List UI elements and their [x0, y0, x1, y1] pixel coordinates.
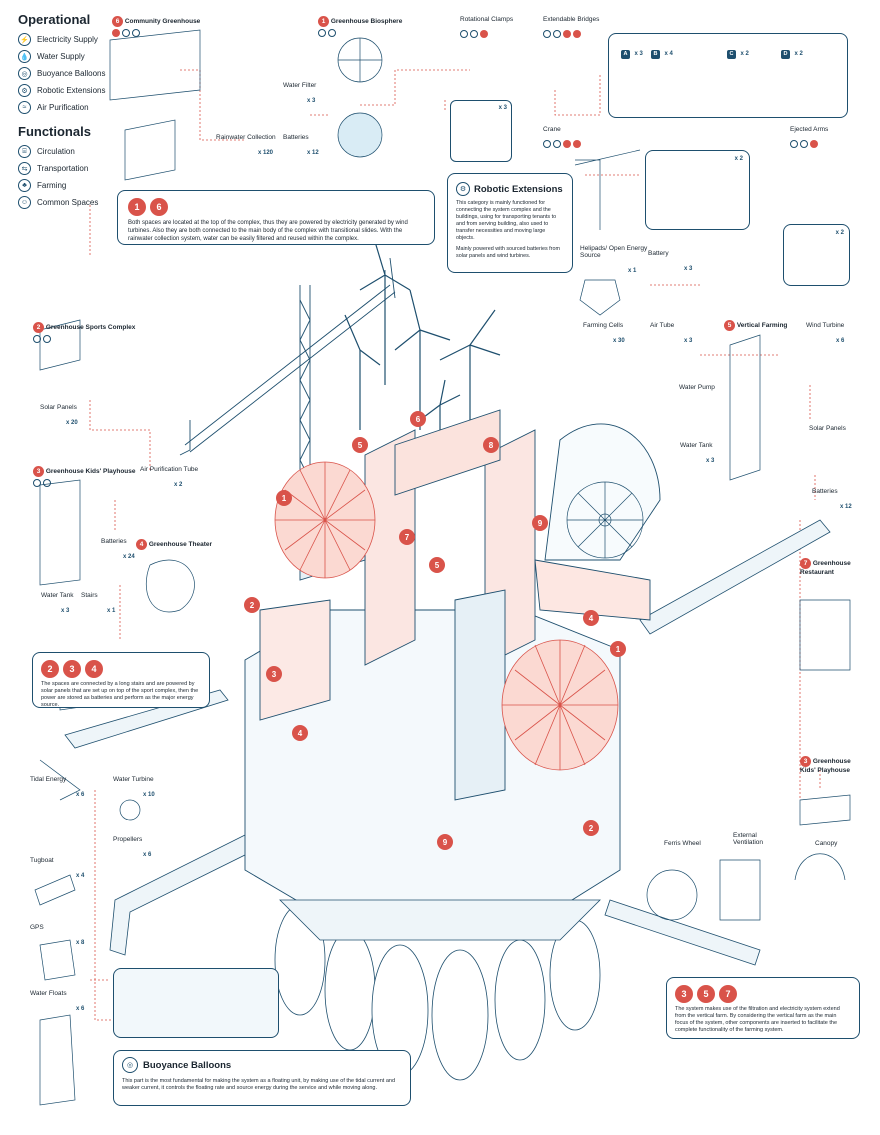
bridge-type-d: D x 2: [781, 42, 803, 60]
batteries-label-right: Batteries x 12: [812, 488, 852, 510]
helipad-label: Helipads/ Open Energy Source x 1: [580, 245, 648, 274]
air-purification-tube-label: Air Purification Tube x 2: [140, 466, 199, 488]
map-marker: 2: [583, 820, 599, 836]
gps-label: GPS x 8: [30, 924, 85, 946]
tag-icon: [112, 29, 120, 37]
legend-operational-title: Operational: [18, 12, 91, 27]
map-marker: 4: [292, 725, 308, 741]
legend-item-air: ≈Air Purification: [18, 99, 118, 116]
map-marker: 2: [244, 597, 260, 613]
air-tube-label: Air Tube x 3: [650, 322, 693, 344]
legend-item-circulation: ⌸Circulation: [18, 143, 118, 160]
clamps-detail-box: x 3: [450, 100, 512, 162]
legend-item-electricity: ⚡Electricity Supply: [18, 31, 118, 48]
theater-label: 4 Greenhouse Theater: [136, 539, 212, 550]
stairs-label: Stairs x 1: [81, 592, 116, 614]
map-marker: 1: [276, 490, 292, 506]
robot-arm-icon: ⚙: [456, 182, 470, 196]
wind-turbine-label: Wind Turbine x 6: [806, 322, 845, 344]
community-greenhouse-label: 6 Community Greenhouse: [112, 16, 200, 37]
propellers-label: Propellers x 6: [113, 836, 152, 858]
plant-icon: ♣: [18, 179, 31, 192]
bolt-icon: ⚡: [18, 33, 31, 46]
tidal-energy-label: Tidal Energy x 6: [30, 776, 85, 798]
map-marker: 5: [429, 557, 445, 573]
bridge-type-b: B x 4: [651, 42, 673, 60]
bridge-type-c: C x 2: [727, 42, 749, 60]
kids-playhouse-label-right: 3 Greenhouse Kids' Playhouse: [800, 756, 851, 774]
arms-detail-box: x 2: [783, 224, 850, 286]
map-marker: 1: [610, 641, 626, 657]
legend-functional-title: Functionals: [18, 124, 91, 139]
bridge-type-a: A x 3: [621, 42, 643, 60]
ferris-wheel-label: Ferris Wheel: [664, 840, 701, 847]
map-marker: 6: [410, 411, 426, 427]
water-tank-label-left: Water Tank x 3: [41, 592, 74, 614]
people-icon: ☺: [18, 196, 31, 209]
buoyance-box: ◎ Buoyance Balloons This part is the mos…: [113, 1050, 411, 1106]
map-marker: 3: [266, 666, 282, 682]
bridges-detail-box: A x 3 B x 4 C x 2 D x 2: [608, 33, 848, 118]
water-drop-icon: [328, 29, 336, 37]
water-pump-label: Water Pump: [679, 384, 715, 391]
robotic-extensions-box: ⚙ Robotic Extensions This category is ma…: [447, 173, 573, 273]
restaurant-label: 7 Greenhouse Restaurant: [800, 558, 851, 576]
map-marker: 9: [532, 515, 548, 531]
external-ventilation-label: External Ventilation: [733, 832, 763, 846]
map-marker: 7: [399, 529, 415, 545]
water-filter-label: Water Filter x 3: [283, 82, 317, 104]
tugboat-label: Tugboat x 4: [30, 857, 85, 879]
greenhouse-biosphere-label: 1 Greenhouse Biosphere: [318, 16, 402, 37]
farming-cells-label: Farming Cells x 30: [583, 322, 625, 344]
air-icon: ≈: [18, 101, 31, 114]
legend-item-balloons: ◎Buoyance Balloons: [18, 65, 118, 82]
legend-item-common: ☺Common Spaces: [18, 194, 118, 211]
vertical-farming-label: 5 Vertical Farming: [724, 320, 787, 331]
crane-label: Crane: [543, 126, 583, 153]
water-tank-label-right: Water Tank x 3: [680, 442, 715, 464]
rotational-clamps-label: Rotational Clamps: [460, 16, 513, 43]
kids-playhouse-label: 3 Greenhouse Kids' Playhouse: [33, 466, 136, 487]
rainwater-label: Rainwater Collection x 120: [216, 134, 276, 156]
water-drop-icon: 💧: [18, 50, 31, 63]
water-turbine-label: Water Turbine x 10: [113, 776, 155, 798]
solar-panels-label-right: Solar Panels: [809, 425, 846, 432]
robot-arm-icon: ⚙: [18, 84, 31, 97]
canopy-label: Canopy: [815, 840, 838, 847]
people-icon: [132, 29, 140, 37]
legend: Operational ⚡Electricity Supply 💧Water S…: [18, 12, 118, 211]
legend-item-robotic: ⚙Robotic Extensions: [18, 82, 118, 99]
bolt-icon: [122, 29, 130, 37]
legend-item-transportation: ⇆Transportation: [18, 160, 118, 177]
battery-label: Battery x 3: [648, 250, 693, 272]
water-floats-label: Water Floats x 6: [30, 990, 85, 1012]
floats-detail-box: [113, 968, 279, 1038]
stairs-icon: ⌸: [18, 145, 31, 158]
map-marker: 4: [583, 610, 599, 626]
batteries-label-left: Batteries x 24: [101, 538, 135, 560]
vehicle-icon: ⇆: [18, 162, 31, 175]
map-marker: 8: [483, 437, 499, 453]
map-marker: 9: [437, 834, 453, 850]
extendable-bridges-label: Extendable Bridges: [543, 16, 599, 43]
bolt-icon: [318, 29, 326, 37]
map-marker: 5: [352, 437, 368, 453]
crane-detail-box: x 2: [645, 150, 750, 230]
ejected-arms-label: Ejected Arms: [790, 126, 828, 153]
batteries-label: Batteries x 12: [283, 134, 319, 156]
sports-complex-label: 2 Greenhouse Sports Complex: [33, 322, 135, 343]
balloon-icon: ◎: [122, 1057, 138, 1073]
solar-panels-label-left: Solar Panels x 20: [40, 404, 78, 426]
legend-item-water: 💧Water Supply: [18, 48, 118, 65]
balloon-icon: ◎: [18, 67, 31, 80]
legend-item-farming: ♣Farming: [18, 177, 118, 194]
